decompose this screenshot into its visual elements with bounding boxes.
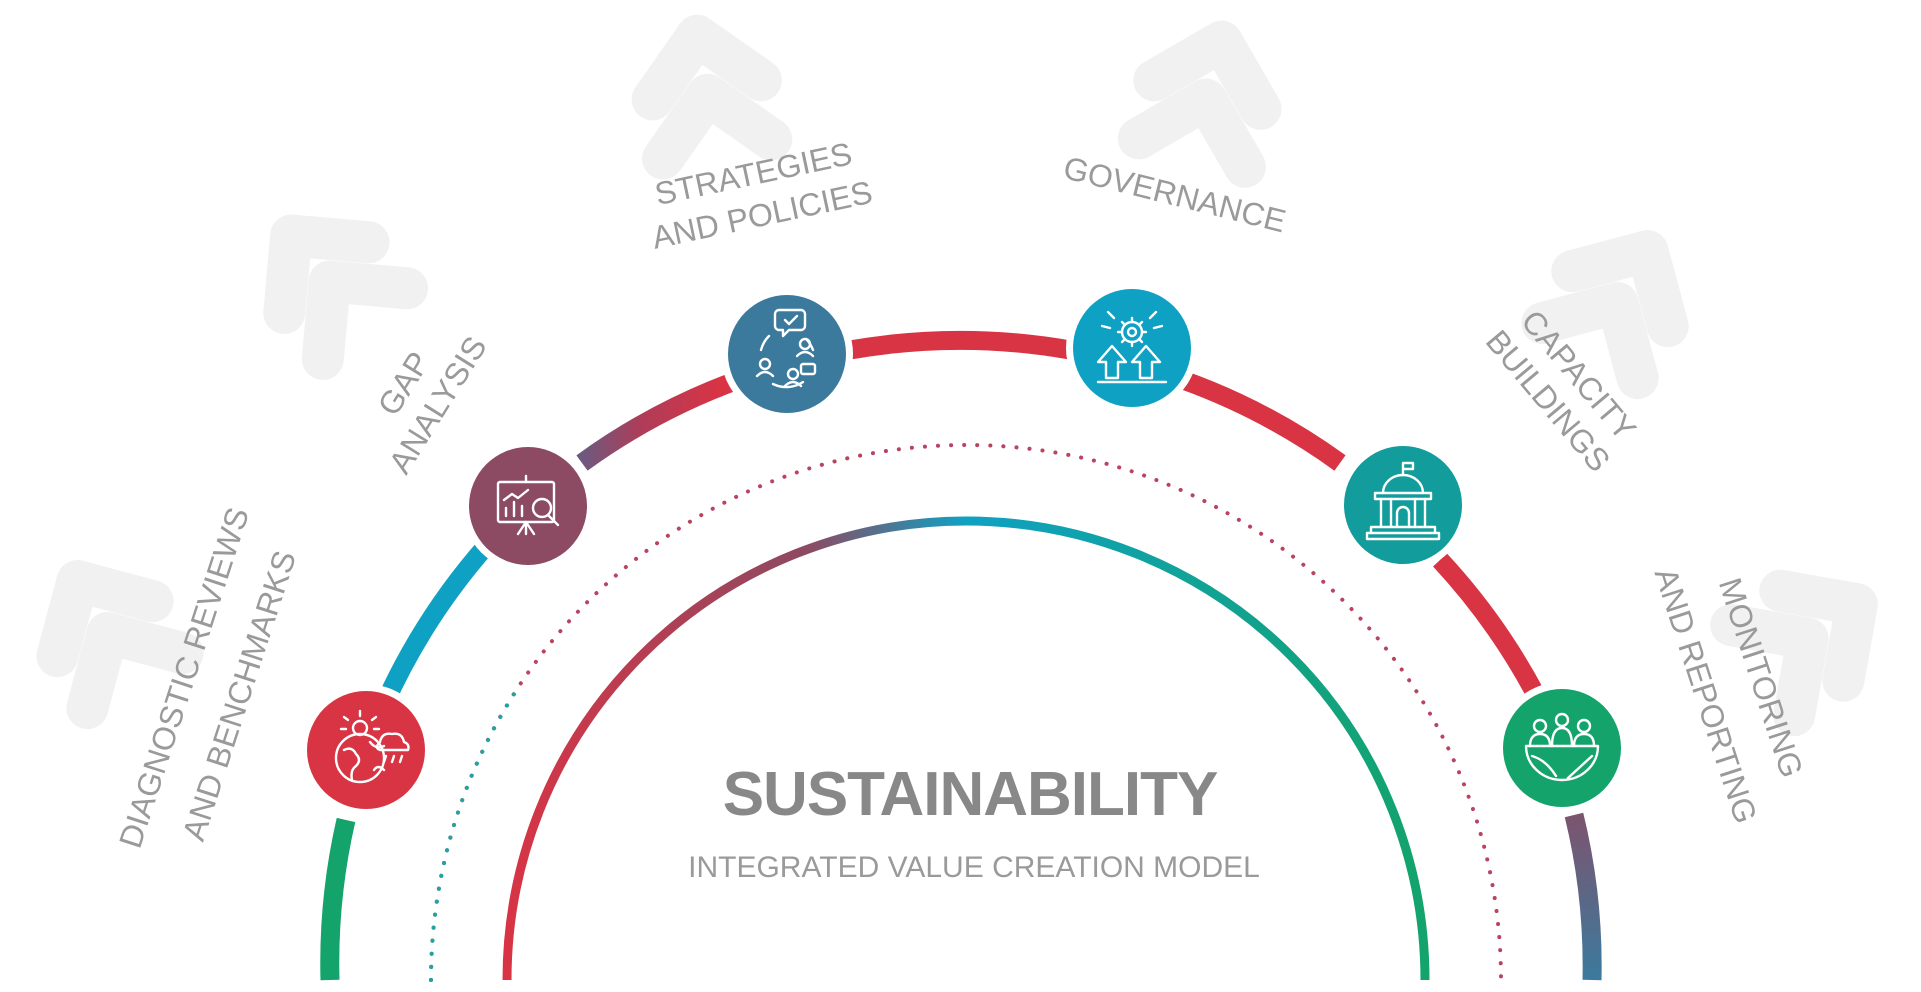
stage-node-strategies: [721, 288, 853, 420]
dotted-arc-left: [429, 683, 522, 982]
ring-segment: [1433, 553, 1545, 700]
diagram-title: SUSTAINABILITY: [723, 760, 1218, 829]
chevron-icon: [263, 214, 429, 380]
diagram-subtitle: INTEGRATED VALUE CREATION MODEL: [688, 851, 1260, 884]
chevron-icon: [1710, 569, 1878, 737]
outer-ring: [320, 330, 1602, 981]
stage-node-governance: [1066, 282, 1198, 414]
stage-label-gap: GAPANALYSIS: [348, 309, 494, 480]
node-circle: [1503, 689, 1621, 807]
ring-segment: [320, 817, 356, 981]
ring-segment: [576, 371, 742, 471]
node-circle: [1344, 446, 1462, 564]
node-circle: [1073, 289, 1191, 407]
ring-segment: [1179, 371, 1346, 471]
ring-segment: [1564, 812, 1602, 981]
institution-building-icon: [1365, 461, 1441, 541]
chevron-icon: [36, 560, 204, 730]
node-circle: [469, 447, 587, 565]
stage-label-diagnostic: DIAGNOSTIC REVIEWSAND BENCHMARKS: [112, 503, 311, 870]
presentation-chart-icon: [496, 474, 560, 536]
node-circle: [307, 691, 425, 809]
node-circle: [728, 295, 846, 413]
chevron-icon: [631, 14, 793, 180]
earth-weather-icon: [334, 709, 410, 784]
inner-arc: [502, 516, 1430, 981]
ring-segment: [848, 330, 1072, 360]
chevron-icon: [1117, 20, 1282, 188]
gear-growth-icon: [1096, 310, 1168, 384]
stage-node-diagnostic: [300, 684, 432, 816]
ring-segment: [375, 538, 495, 709]
dotted-arc: [429, 443, 1503, 982]
stage-node-monitoring: [1496, 682, 1628, 814]
people-bowl-icon: [1524, 712, 1600, 782]
people-cycle-icon: [755, 308, 817, 389]
stage-node-gap: [462, 440, 594, 572]
stage-node-capacity: [1337, 439, 1469, 571]
chevron-group: [36, 14, 1878, 737]
chevron-icon: [1521, 230, 1689, 400]
